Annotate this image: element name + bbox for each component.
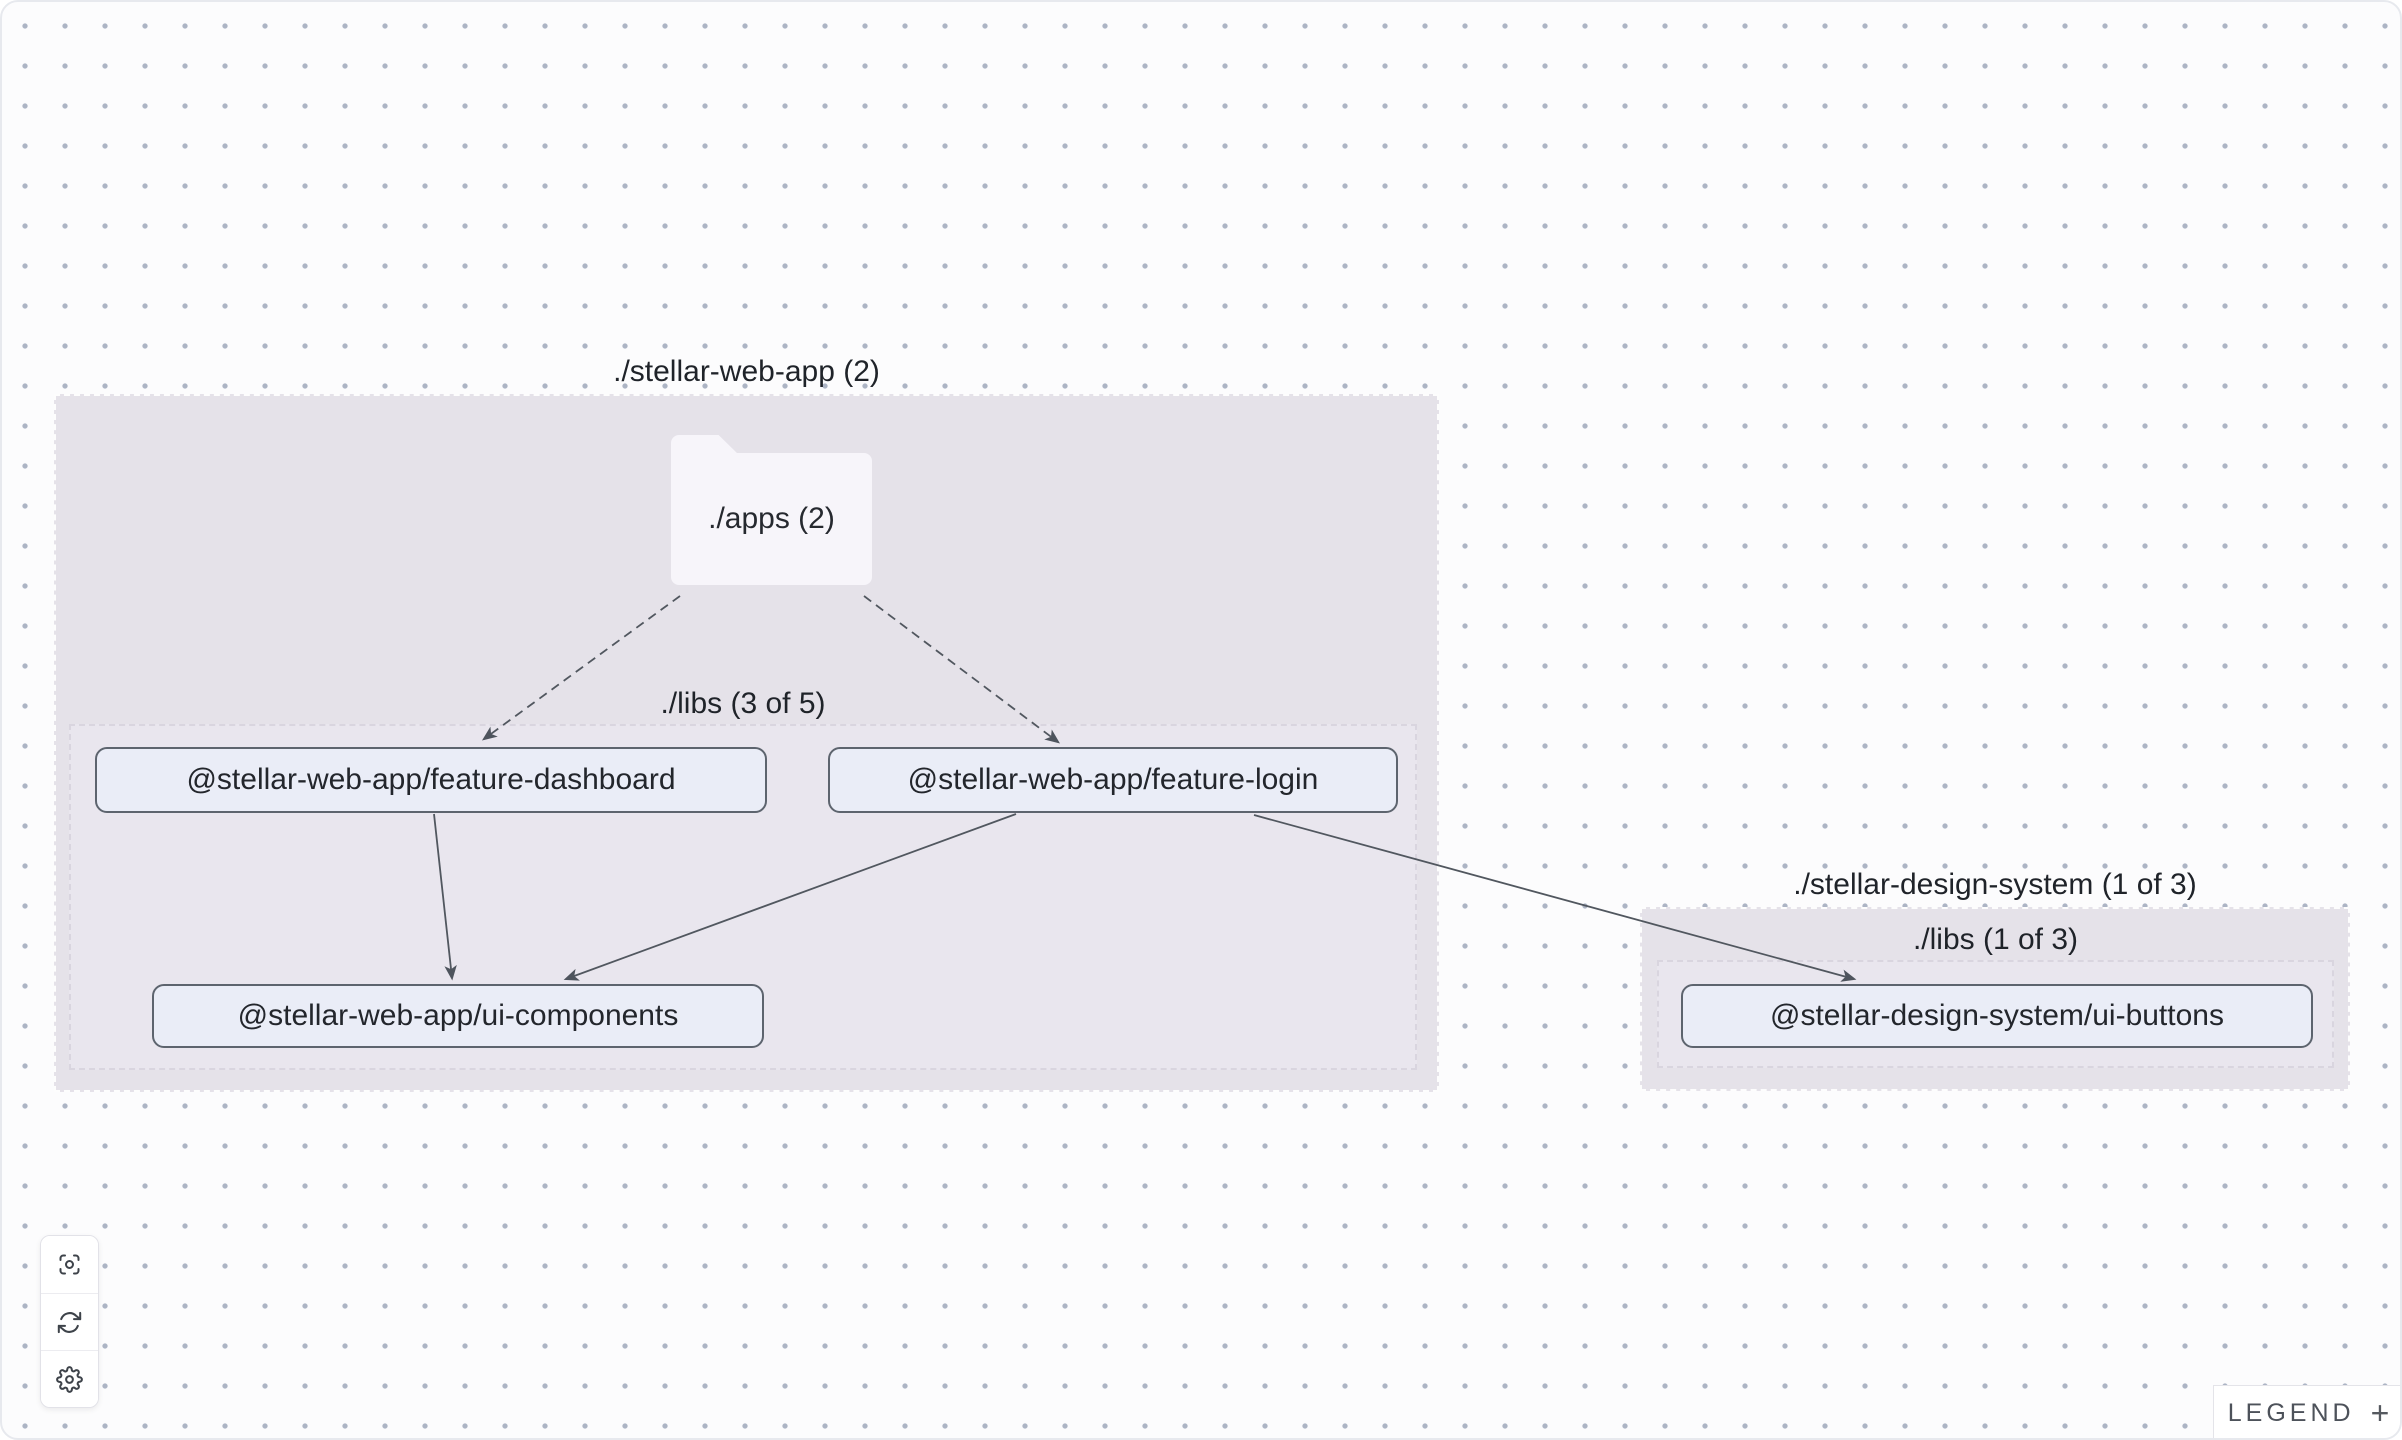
group-label-stellar-web-app: ./stellar-web-app (2) bbox=[613, 355, 880, 388]
settings-icon bbox=[56, 1365, 83, 1393]
node-feature-dashboard[interactable]: @stellar-web-app/feature-dashboard bbox=[95, 747, 767, 813]
focus-icon bbox=[59, 1254, 80, 1275]
node-ui-components[interactable]: @stellar-web-app/ui-components bbox=[152, 984, 764, 1048]
refresh-button[interactable] bbox=[41, 1293, 98, 1350]
node-feature-login[interactable]: @stellar-web-app/feature-login bbox=[828, 747, 1398, 813]
graph-toolbar bbox=[40, 1235, 99, 1408]
apps-folder-tab bbox=[671, 435, 739, 455]
group-label-stellar-design-system: ./stellar-design-system (1 of 3) bbox=[1793, 868, 2197, 901]
subgroup-label-libs-web-app: ./libs (3 of 5) bbox=[660, 687, 826, 720]
focus-button[interactable] bbox=[41, 1236, 98, 1293]
legend-toggle[interactable]: LEGEND + bbox=[2213, 1385, 2400, 1438]
settings-button[interactable] bbox=[41, 1350, 98, 1407]
legend-label: LEGEND bbox=[2227, 1399, 2355, 1427]
refresh-icon bbox=[57, 1311, 82, 1333]
node-ui-buttons[interactable]: @stellar-design-system/ui-buttons bbox=[1681, 984, 2313, 1048]
apps-folder-node[interactable]: ./apps (2) bbox=[671, 453, 872, 585]
subgroup-label-libs-design-system: ./libs (1 of 3) bbox=[1912, 923, 2079, 956]
legend-expand-icon: + bbox=[2370, 1395, 2390, 1431]
